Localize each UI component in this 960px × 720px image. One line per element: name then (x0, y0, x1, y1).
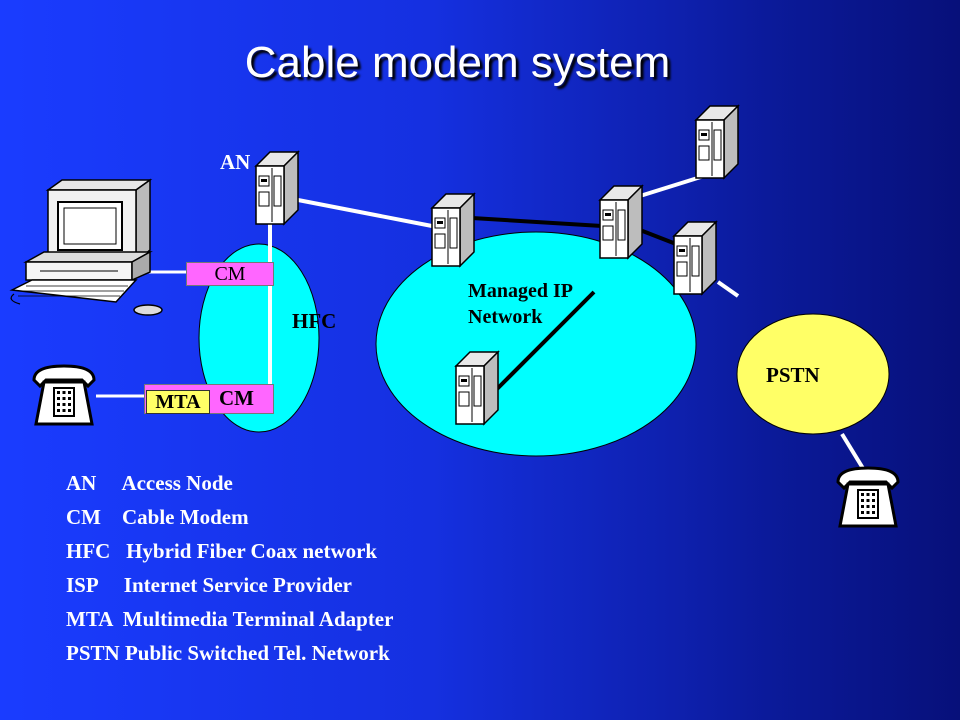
managed-ip-label-line2: Network (468, 306, 543, 328)
legend-row: MTA Multimedia Terminal Adapter (66, 602, 393, 636)
pstn-to-phone-line (840, 432, 866, 472)
pstn-label: PSTN (766, 363, 820, 387)
managed-ip-label: Managed IP Network (468, 278, 573, 330)
legend-text: Public Switched Tel. Network (124, 641, 390, 665)
cable-modem-box: CM (186, 262, 274, 286)
legend-row: CM Cable Modem (66, 500, 393, 534)
legend-abbr: MTA (66, 607, 113, 631)
access-node-label: AN (220, 150, 251, 174)
page-title: Cable modem system (244, 38, 671, 87)
gateway-server-icon (673, 221, 717, 295)
pstn-telephone-icon (836, 466, 900, 528)
internal-server-icon (455, 351, 499, 425)
legend-abbr: CM (66, 505, 101, 529)
router-to-router-link (471, 216, 603, 228)
legend-abbr: PSTN (66, 641, 120, 665)
legend-abbr: AN (66, 471, 97, 495)
access-node-server-icon (255, 151, 299, 225)
legend-text: Access Node (121, 471, 233, 495)
legend: AN Access Node CM Cable Modem HFC Hybrid… (66, 466, 393, 670)
an-to-router-link (297, 198, 433, 228)
legend-abbr: HFC (66, 539, 111, 563)
internal-router-link (494, 290, 596, 392)
hfc-label: HFC (292, 309, 337, 333)
telephone-icon (32, 364, 96, 426)
managed-ip-label-line1: Managed IP (468, 280, 573, 302)
computer-icon (9, 178, 163, 316)
mta-cm-box: MTA CM (144, 384, 274, 414)
legend-row: ISP Internet Service Provider (66, 568, 393, 602)
router-to-top-server-link (639, 174, 705, 198)
pstn-cloud (736, 313, 890, 435)
edge-router-server-icon (431, 193, 475, 267)
mta-cm-label: CM (219, 386, 254, 410)
legend-text: Cable Modem (122, 505, 249, 529)
top-server-icon (695, 105, 739, 179)
legend-row: PSTN Public Switched Tel. Network (66, 636, 393, 670)
legend-text: Hybrid Fiber Coax network (126, 539, 378, 563)
server-to-pstn-link (716, 280, 740, 298)
legend-row: HFC Hybrid Fiber Coax network (66, 534, 393, 568)
mta-box: MTA (146, 390, 210, 414)
router-to-server-link (639, 228, 677, 246)
ip-network-cloud (375, 231, 697, 457)
legend-text: Multimedia Terminal Adapter (122, 607, 394, 631)
core-router-server-icon (599, 185, 643, 259)
legend-text: Internet Service Provider (123, 573, 352, 597)
legend-abbr: ISP (66, 573, 98, 597)
legend-row: AN Access Node (66, 466, 393, 500)
